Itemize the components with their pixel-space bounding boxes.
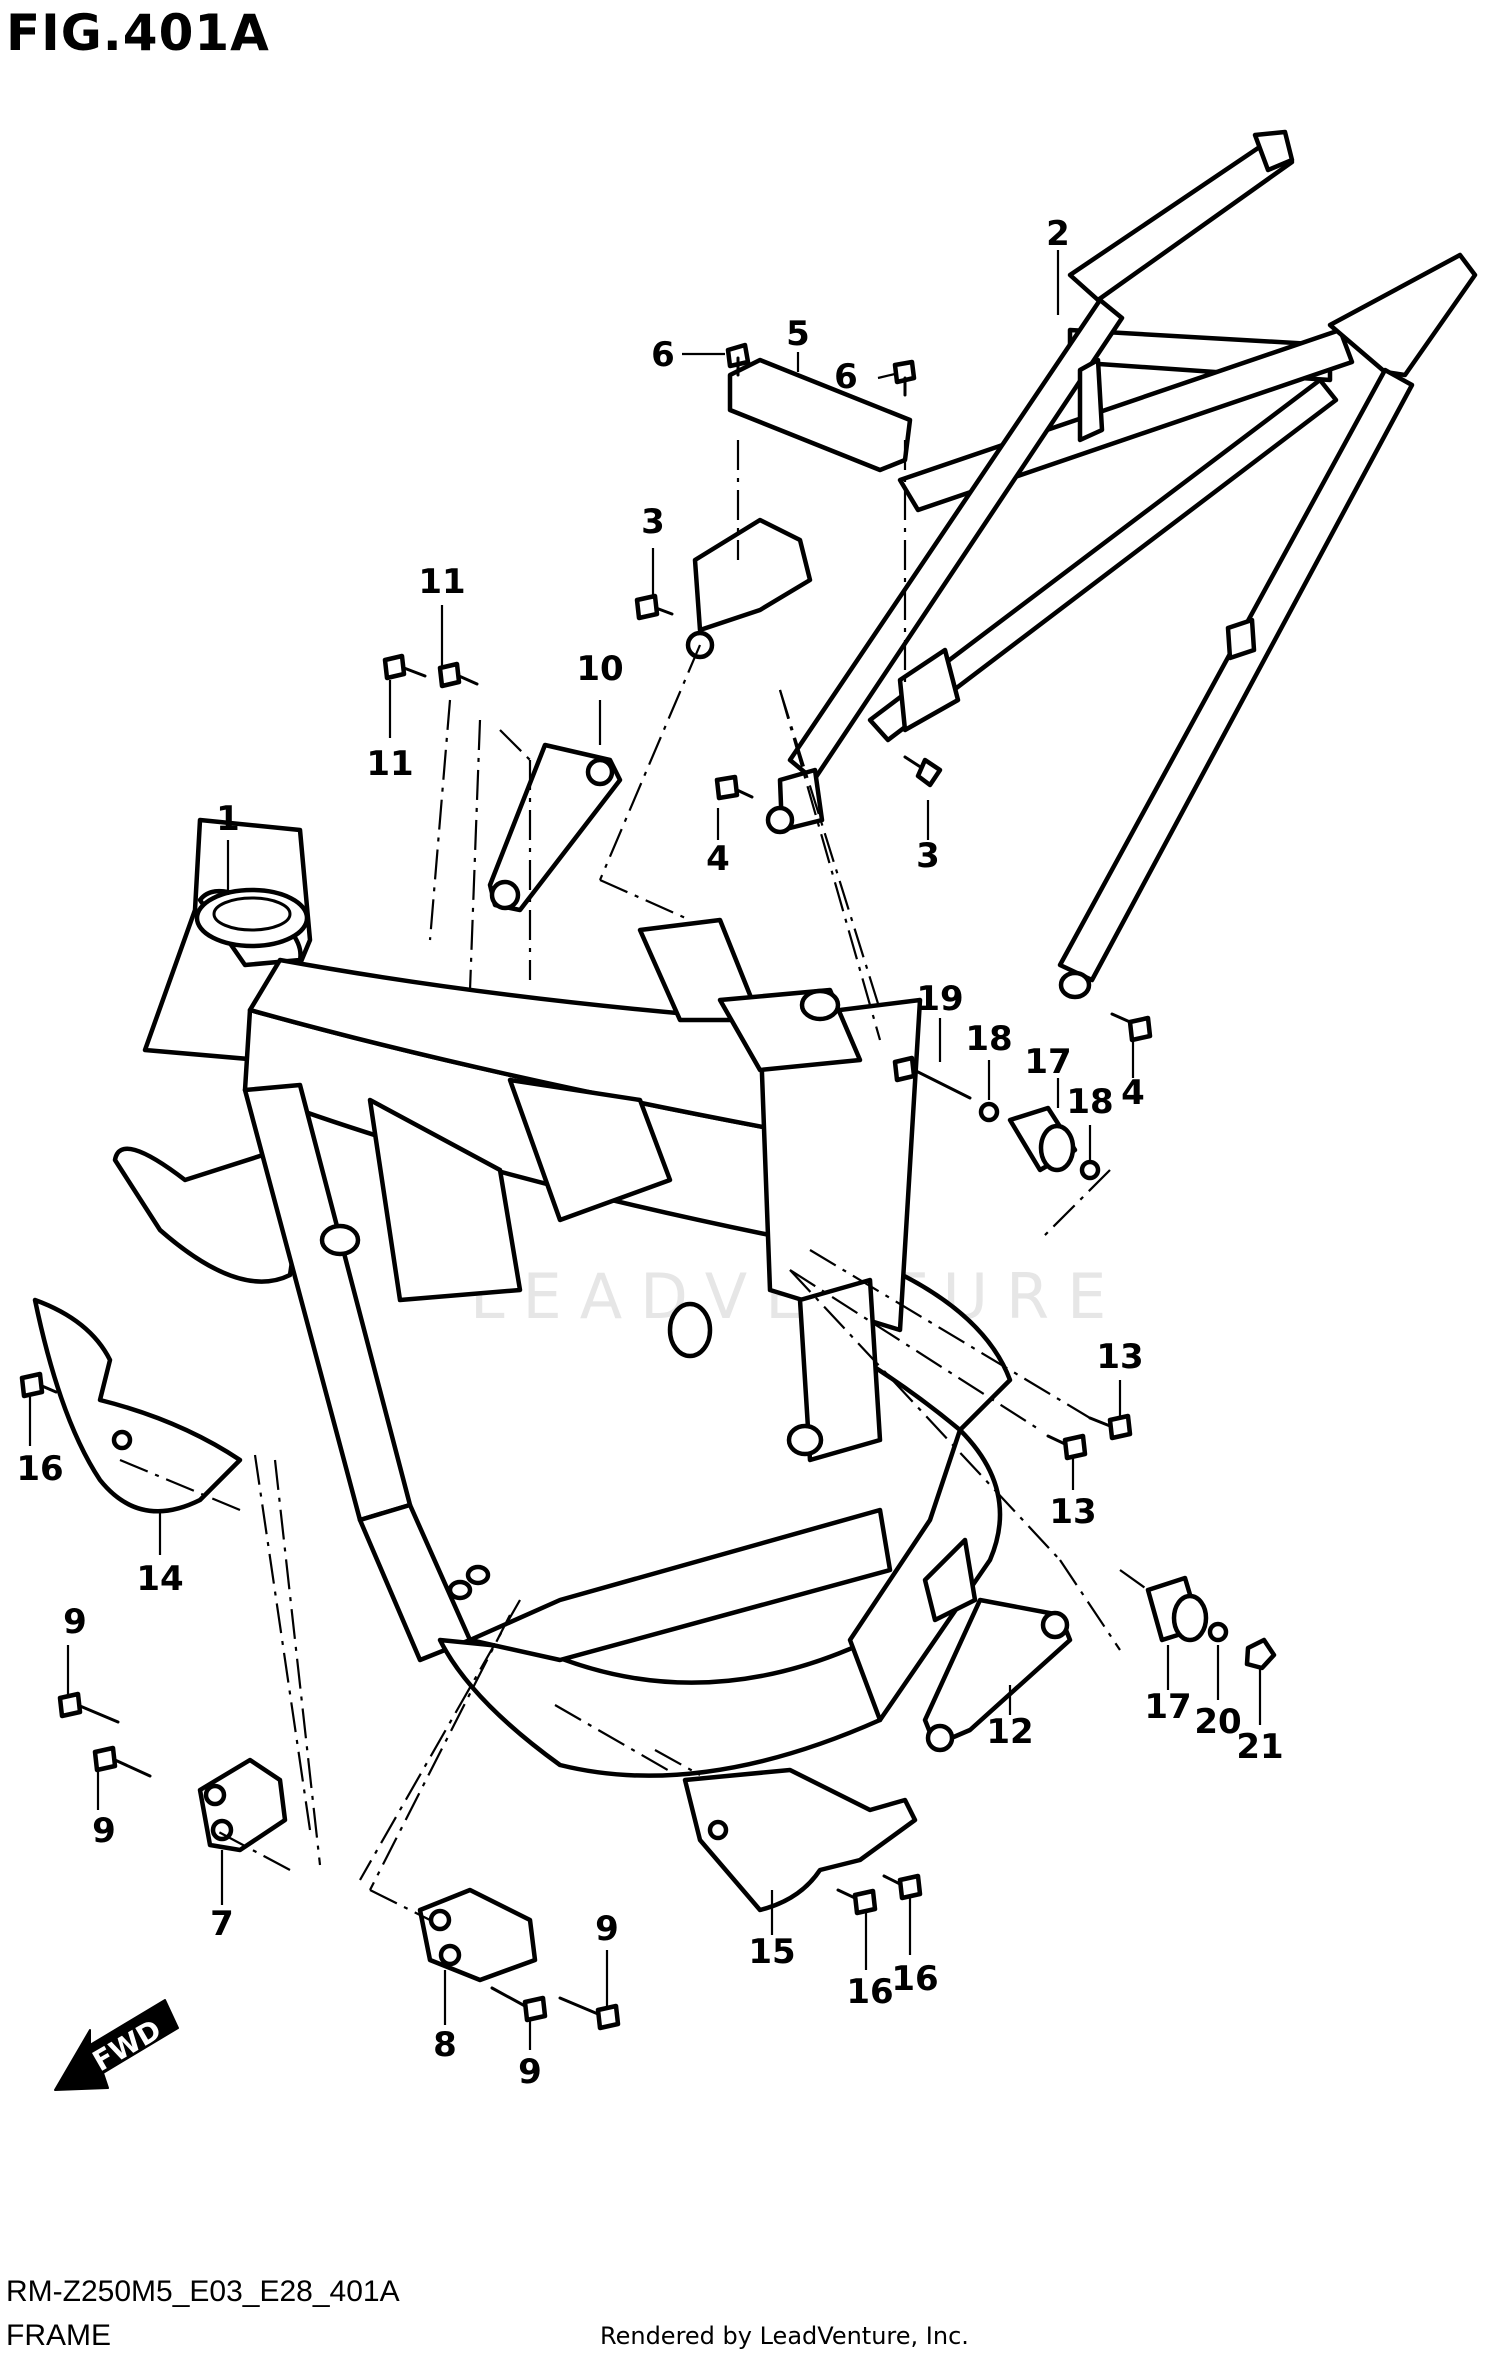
callout-6-right: 6 — [834, 357, 858, 397]
washer-18-b — [1079, 1159, 1101, 1181]
part-1-main-frame — [112, 817, 1013, 1778]
callout-9-b: 9 — [92, 1811, 116, 1851]
callout-14: 14 — [136, 1559, 183, 1599]
callout-11-b: 11 — [366, 744, 413, 784]
callout-18-b: 18 — [1066, 1082, 1113, 1122]
bolt-3-upper — [634, 593, 674, 621]
callout-4-right: 4 — [1121, 1073, 1145, 1113]
callout-7: 7 — [210, 1904, 234, 1944]
bolt-13-a — [1088, 1413, 1133, 1441]
washer-20 — [1207, 1621, 1229, 1643]
bolt-3-lower — [903, 755, 943, 788]
part-15-guard — [682, 1767, 918, 1913]
bolt-13-b — [1046, 1433, 1088, 1461]
bolt-11-a — [382, 653, 427, 681]
callout-8: 8 — [433, 2025, 457, 2065]
callout-5: 5 — [786, 314, 810, 354]
callout-17-lower: 17 — [1144, 1687, 1191, 1727]
bolt-9-c — [558, 1996, 621, 2031]
bolt-6-left — [725, 342, 751, 377]
bolt-19 — [892, 1055, 972, 1100]
nut-21 — [1244, 1637, 1277, 1671]
diagram-name: FRAME — [6, 2319, 111, 2352]
callout-13-b: 13 — [1049, 1492, 1096, 1532]
callout-9-c: 9 — [595, 1909, 619, 1949]
callout-15: 15 — [748, 1932, 795, 1972]
callout-18-a: 18 — [965, 1019, 1012, 1059]
part-10-engine-bracket — [487, 742, 623, 913]
credit-line: Rendered by LeadVenture, Inc. — [600, 2322, 969, 2350]
callout-12: 12 — [986, 1712, 1033, 1752]
callout-9-d: 9 — [518, 2052, 542, 2092]
callout-17-upper: 17 — [1024, 1042, 1071, 1082]
bolt-11-b — [437, 661, 479, 689]
bolts — [19, 342, 1153, 2031]
callout-2: 2 — [1046, 214, 1070, 254]
bolt-9-a — [57, 1691, 120, 1724]
figure-title: FIG.401A — [6, 4, 270, 62]
diagram-code: RM-Z250M5_E03_E28_401A — [6, 2275, 400, 2308]
callout-20: 20 — [1194, 1702, 1241, 1742]
callout-1: 1 — [216, 799, 240, 839]
washer-18-a — [978, 1101, 1000, 1123]
callout-3-upper: 3 — [641, 502, 665, 542]
callout-9-a: 9 — [63, 1602, 87, 1642]
part-14-guard — [32, 1297, 243, 1514]
bushing-17-lower — [1145, 1575, 1209, 1643]
bolt-6-right — [892, 359, 917, 397]
callout-16-mid: 16 — [846, 1972, 893, 2012]
callout-3-lower: 3 — [916, 836, 940, 876]
callout-16-right: 16 — [891, 1959, 938, 1999]
part-12-engine-bracket — [922, 1597, 1073, 1753]
part-2-rear-subframe — [777, 129, 1478, 1000]
bushing-17-upper — [1007, 1105, 1078, 1173]
callout-6-left: 6 — [651, 335, 675, 375]
callout-11-a: 11 — [418, 562, 465, 602]
bolt-16-mid — [836, 1888, 878, 1916]
bolt-9-d — [490, 1986, 548, 2023]
leader-lines — [28, 250, 1262, 2050]
callouts: 1 2 3 3 4 4 5 6 6 7 8 9 9 9 9 10 11 11 1… — [16, 214, 1283, 2092]
callout-19: 19 — [916, 979, 963, 1019]
bolt-4-right — [1110, 1012, 1153, 1043]
part-5-bracket — [685, 357, 913, 835]
fwd-arrow-icon: FWD — [54, 1999, 179, 2091]
callout-21: 21 — [1236, 1727, 1283, 1767]
bolt-4-left — [714, 774, 754, 801]
callout-13-a: 13 — [1096, 1337, 1143, 1377]
assembly-lines — [119, 440, 1149, 1921]
callout-4-left: 4 — [706, 839, 730, 879]
callout-16-left: 16 — [16, 1449, 63, 1489]
part-8-bracket — [417, 1887, 538, 1983]
bolt-16-right — [882, 1873, 923, 1901]
bolt-16-left — [19, 1371, 58, 1399]
part-7-bracket — [197, 1757, 288, 1853]
bolt-9-b — [92, 1745, 152, 1778]
callout-10: 10 — [576, 649, 623, 689]
